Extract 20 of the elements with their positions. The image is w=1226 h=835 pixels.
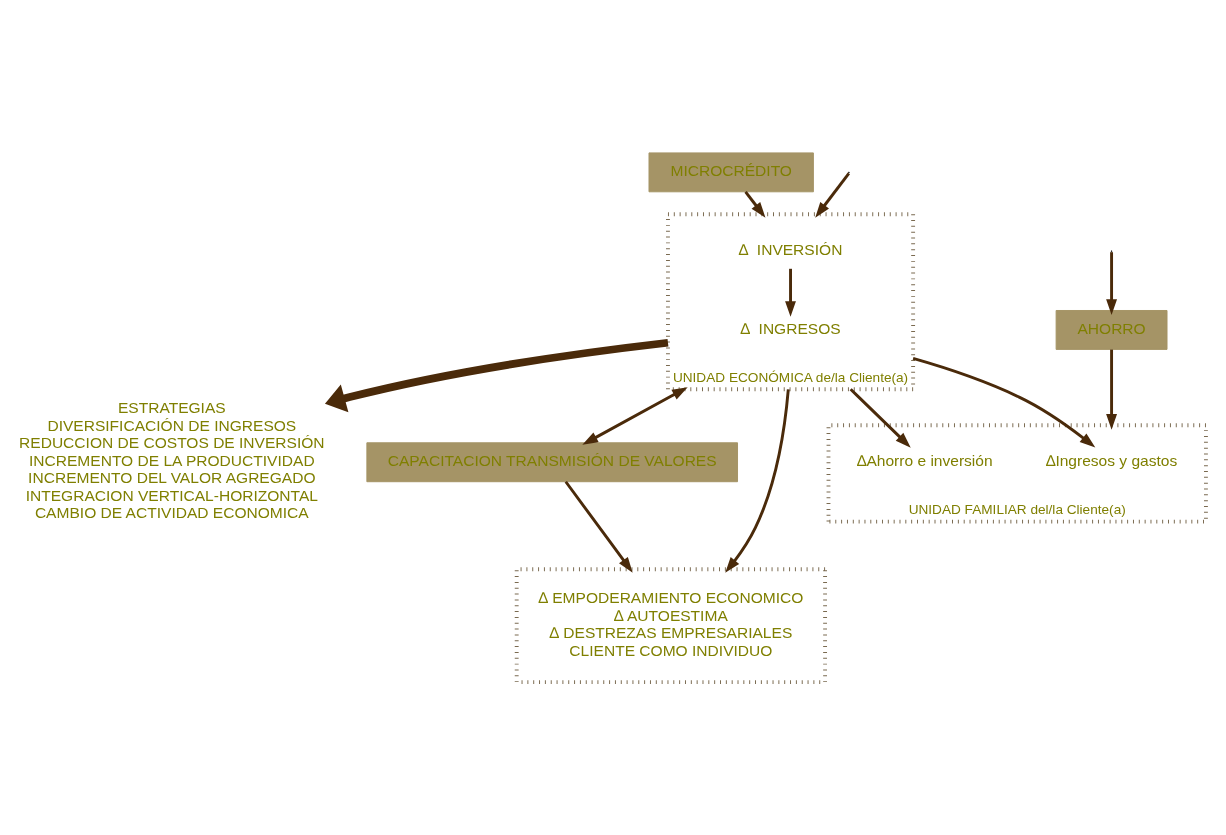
arrow bbox=[744, 191, 766, 218]
arrow bbox=[785, 268, 796, 317]
node-box: MICROCRÉDITO bbox=[648, 152, 814, 193]
arrow bbox=[324, 338, 669, 413]
arrow bbox=[725, 389, 790, 573]
arrow bbox=[912, 357, 1096, 448]
arrow bbox=[849, 388, 911, 448]
arrow bbox=[1106, 252, 1118, 315]
node-text: ∆ INGRESOS bbox=[740, 319, 841, 337]
node-text: ∆Ingresos y gastos bbox=[1045, 451, 1178, 469]
arrow bbox=[815, 172, 851, 218]
arrow bbox=[1106, 349, 1118, 430]
arrow bbox=[582, 387, 688, 445]
node-box: ∆ EMPODERAMIENTO ECONOMICO ∆ AUTOESTIMA ∆ DESTREZAS EMPRESARIALES CLIENTE COMO INDIVIDUO bbox=[514, 567, 828, 685]
node-text: ∆Ahorro e inversión bbox=[856, 451, 993, 469]
arrow bbox=[564, 480, 633, 573]
node-text: ESTRATEGIAS DIVERSIFICACIÓN DE INGRESOS REDUCCION DE COSTOS DE INVERSIÓN INCREMENTO DE LA PRODUCTIVIDAD INCREMENTO DEL VALOR AGREGADO INTEGRACION VERTICAL-HORIZONTAL CAMBIO DE ACTIVIDAD ECONOMICA bbox=[19, 399, 325, 522]
node-box: AHORRO bbox=[1055, 310, 1168, 350]
node-box: CAPACITACION TRANSMISIÓN DE VALORES bbox=[366, 442, 738, 483]
node-text: ∆ INVERSIÓN bbox=[738, 240, 843, 258]
